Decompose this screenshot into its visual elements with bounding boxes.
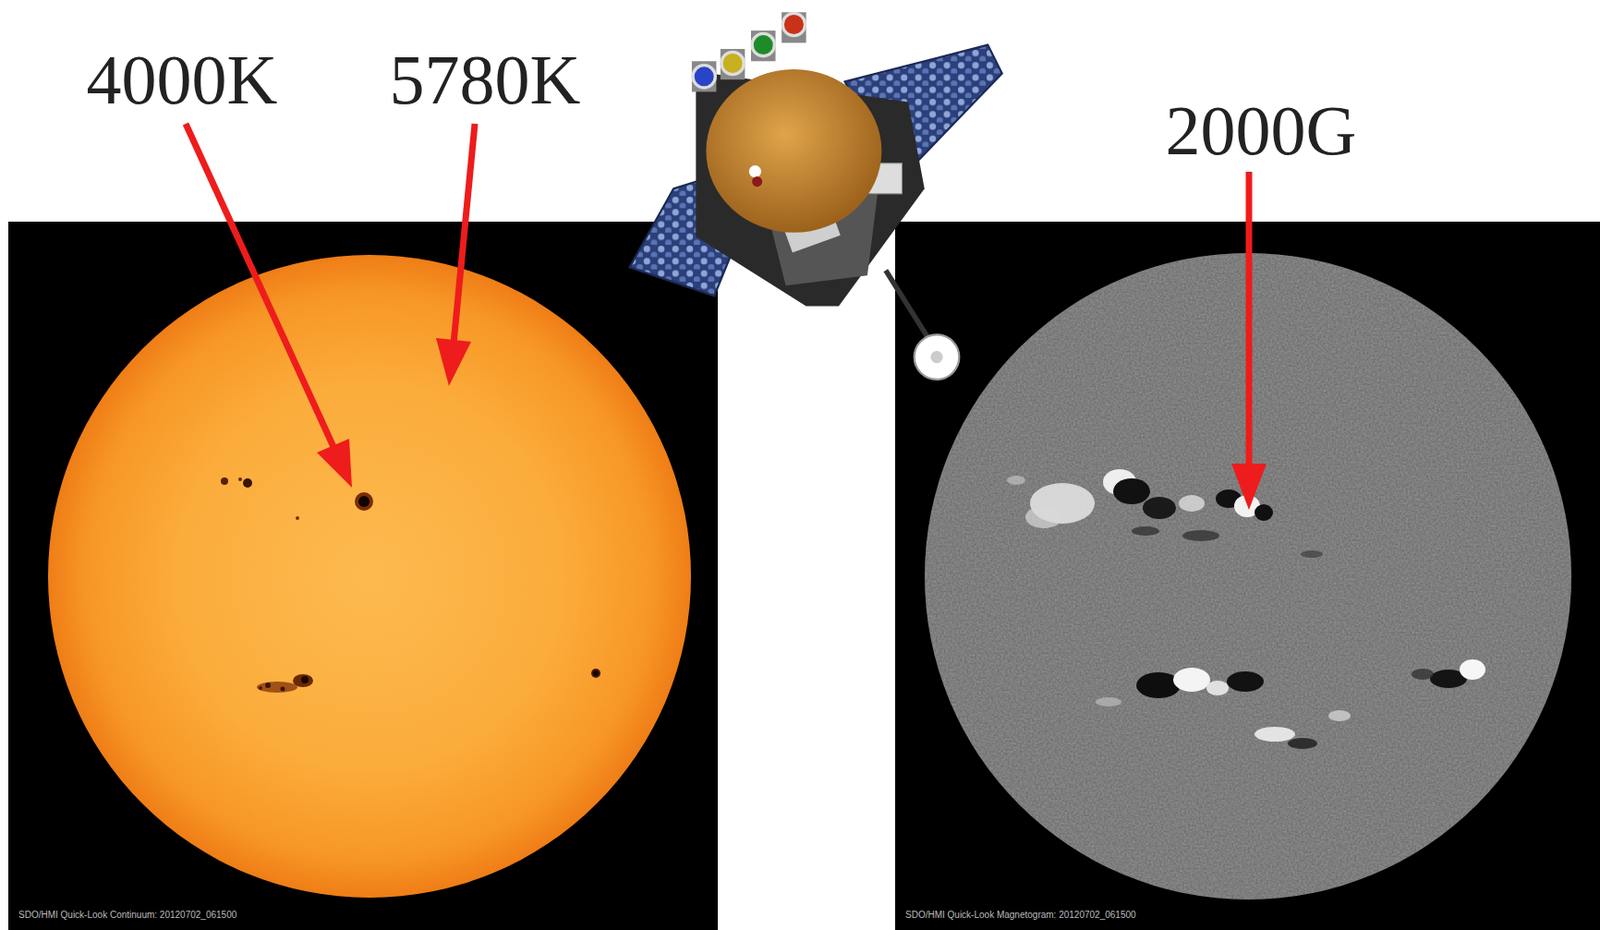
image-caption: SDO/HMI Quick-Look Continuum: 20120702_0… [18,910,237,921]
continuum-panel [8,221,718,930]
leader-arrows [185,123,1267,510]
satellite [630,12,1003,380]
image-caption: SDO/HMI Quick-Look Magnetogram: 20120702… [905,910,1137,921]
temperature-label: 5780K [389,44,582,115]
field-strength-label: 2000G [1165,95,1358,166]
magnetic-regions [1006,469,1486,750]
sunspots [220,477,601,693]
temperature-label: 4000K [86,44,279,115]
sun-disk [48,254,691,898]
